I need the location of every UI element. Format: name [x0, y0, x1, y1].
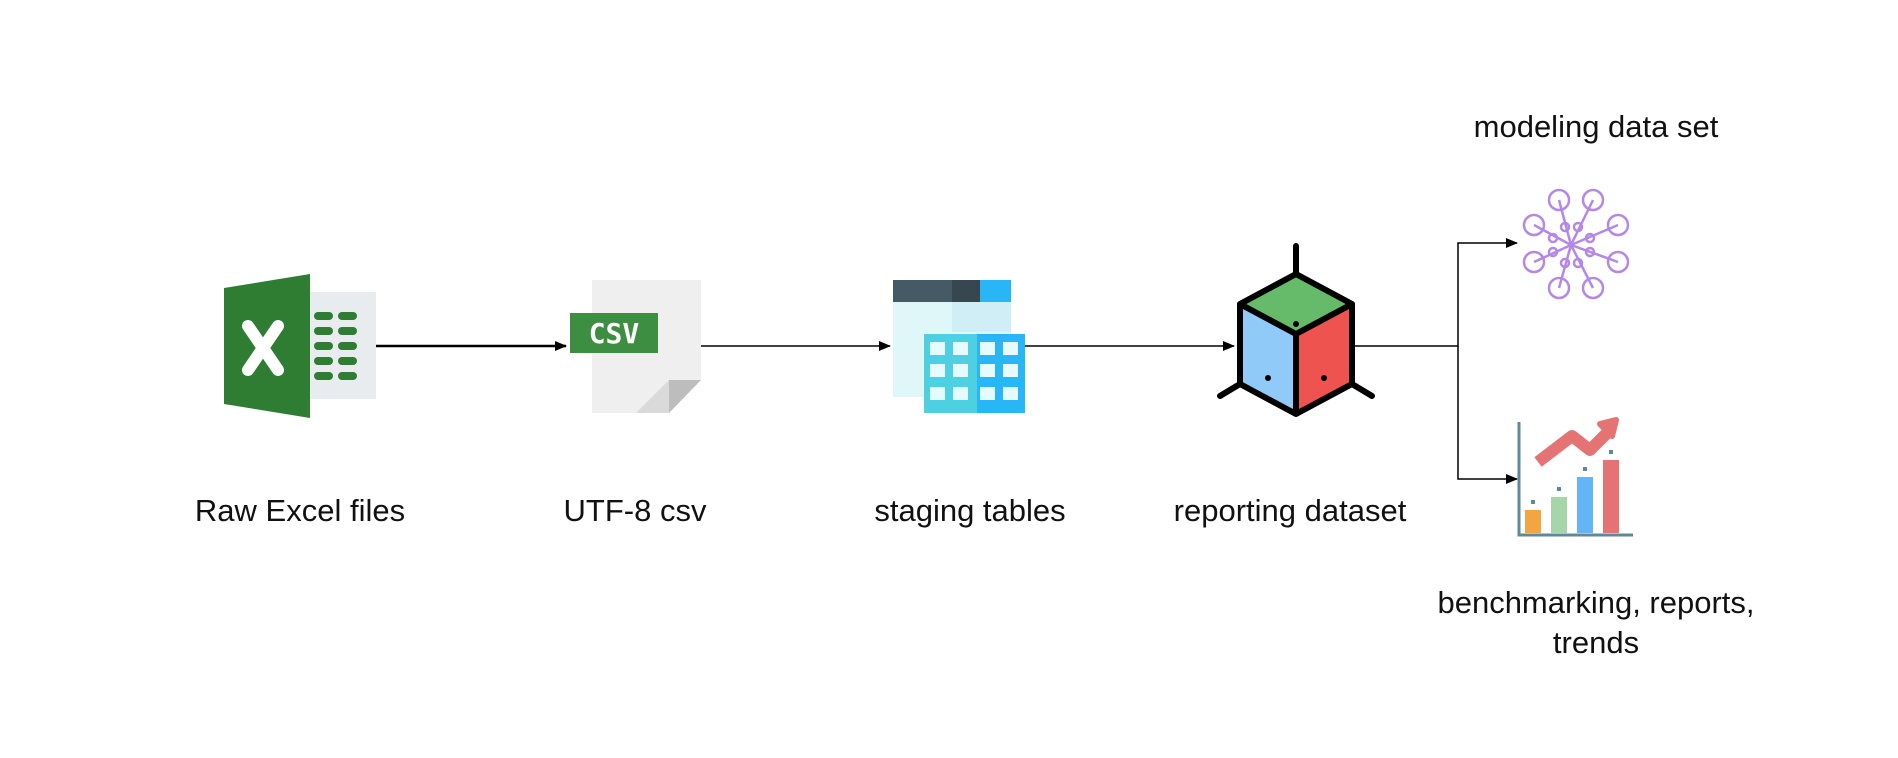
csv-file-icon: CSV: [570, 280, 701, 413]
csv-label: UTF-8 csv: [563, 493, 707, 528]
table-icon: [893, 280, 1025, 413]
modeling-label: modeling data set: [1473, 109, 1719, 144]
staging-label: staging tables: [874, 493, 1066, 528]
network-icon: [1522, 188, 1630, 300]
cube-icon: [1217, 243, 1375, 417]
arrow-reporting-to-modeling: [1352, 238, 1518, 347]
csv-badge-label: CSV: [589, 317, 640, 350]
reporting-label: reporting dataset: [1173, 493, 1407, 528]
outputs-label-line2: trends: [1552, 625, 1640, 660]
raw-excel-label: Raw Excel files: [194, 493, 406, 528]
outputs-label-line1: benchmarking, reports,: [1437, 585, 1755, 620]
excel-icon: [224, 274, 376, 418]
arrow-reporting-to-outputs: [1457, 346, 1518, 484]
bar-chart-icon: [1517, 417, 1633, 537]
